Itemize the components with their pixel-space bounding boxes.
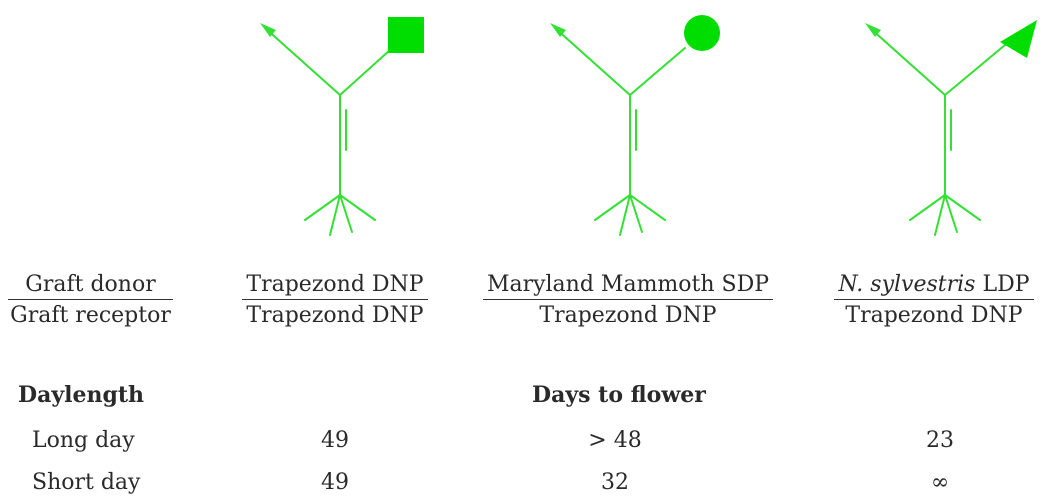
receptor-name: Trapezond DNP: [845, 303, 1023, 328]
arrow-head: [865, 23, 881, 37]
value-long-day-col2: > 48: [588, 428, 642, 453]
graft-labels: Graft donor Graft receptor: [8, 272, 173, 328]
graft-receptor-label: Graft receptor: [10, 303, 171, 328]
row-label-short-day: Short day: [32, 470, 141, 495]
value-short-day-col2: 32: [601, 470, 629, 495]
donor-name: Maryland Mammoth SDP: [482, 272, 774, 300]
daylength-heading: Daylength: [18, 382, 145, 408]
arrow-head: [550, 23, 566, 37]
days-to-flower-heading: Days to flower: [532, 382, 706, 408]
value-short-day-col3: ∞: [930, 470, 950, 495]
graft-combo-1: Trapezond DNP Trapezond DNP: [215, 272, 455, 328]
arrow-head: [260, 23, 276, 37]
receptor-name: Trapezond DNP: [539, 303, 717, 328]
graft-combo-3: N. sylvestris LDP Trapezond DNP: [818, 272, 1050, 328]
value-long-day-col1: 49: [321, 428, 349, 453]
row-label-long-day: Long day: [32, 428, 135, 453]
square-marker: [388, 17, 424, 53]
circle-marker: [684, 15, 720, 51]
value-short-day-col1: 49: [321, 470, 349, 495]
graft-combo-2: Maryland Mammoth SDP Trapezond DNP: [478, 272, 778, 328]
donor-name: N. sylvestris LDP: [834, 272, 1034, 300]
graft-diagram-3: [845, 0, 1045, 250]
triangle-marker: [1000, 20, 1037, 58]
graft-diagram-2: [530, 0, 730, 250]
value-long-day-col3: 23: [926, 428, 954, 453]
graft-diagram-1: [240, 0, 440, 250]
donor-name: Trapezond DNP: [242, 272, 428, 300]
receptor-name: Trapezond DNP: [246, 303, 424, 328]
graft-donor-label: Graft donor: [8, 272, 173, 300]
